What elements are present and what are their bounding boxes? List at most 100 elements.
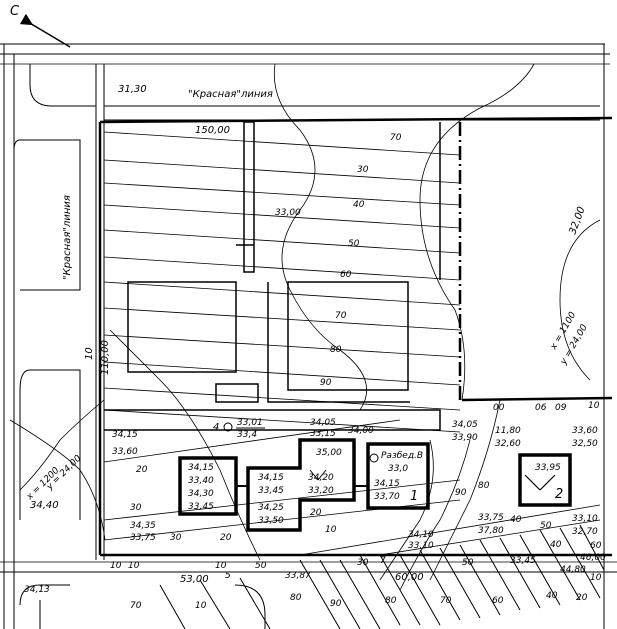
svg-text:70: 70 xyxy=(130,601,142,611)
elev-r5-bot: 32,70 xyxy=(572,527,598,537)
svg-text:50: 50 xyxy=(348,239,360,249)
svg-text:30: 30 xyxy=(357,558,369,568)
elev-bot-r2: 44,80 xyxy=(560,565,586,575)
marker4-icon xyxy=(223,422,233,432)
svg-text:50: 50 xyxy=(255,561,267,571)
contours xyxy=(9,63,601,591)
bldg-c-l3: 33,20 xyxy=(308,486,334,496)
elev-r2-top: 33,75 xyxy=(478,513,504,523)
bldg-a-l2: 33,40 xyxy=(188,476,214,486)
svg-text:60: 60 xyxy=(492,596,504,606)
svg-text:10: 10 xyxy=(325,525,337,535)
elev-r1-bot: 33,90 xyxy=(452,433,478,443)
dim-bottom-left: 53,00 xyxy=(180,574,209,585)
svg-text:90: 90 xyxy=(455,488,467,498)
svg-text:70: 70 xyxy=(440,596,452,606)
bldg-b-l1: 34,15 xyxy=(258,473,284,483)
svg-text:7: 7 xyxy=(380,556,386,566)
bldg-b-l3: 34,25 xyxy=(258,503,284,513)
svg-text:33,00: 33,00 xyxy=(275,208,301,218)
elev-left-lower-2: 33,75 xyxy=(130,533,156,543)
bldg-a-l4: 33,45 xyxy=(188,502,214,512)
bldg-d-l3: 34,15 xyxy=(374,479,400,489)
elev-bot-r1: 46,00 xyxy=(580,553,606,563)
hatching xyxy=(159,524,605,629)
contour-values: 70 30 40 50 60 70 80 90 33,00 20 30 30 2… xyxy=(110,133,602,611)
svg-text:90: 90 xyxy=(320,378,332,388)
dim-top: 150,00 xyxy=(195,125,230,136)
bldg-d-l4: 33,70 xyxy=(374,492,400,502)
svg-text:40: 40 xyxy=(353,200,365,210)
svg-text:40: 40 xyxy=(510,515,522,525)
svg-text:60: 60 xyxy=(590,541,602,551)
bldg-a-l1: 34,15 xyxy=(188,463,214,473)
dim-left: 110,00 xyxy=(100,340,111,375)
slope-lines xyxy=(103,131,601,556)
svg-text:50: 50 xyxy=(540,521,552,531)
svg-text:10: 10 xyxy=(110,561,122,571)
svg-text:10: 10 xyxy=(590,573,602,583)
elev-mid-2: 33,10 xyxy=(408,541,434,551)
building-b xyxy=(246,438,356,532)
elev-r4-top: 33,60 xyxy=(572,426,598,436)
elev-r3-bot: 32,60 xyxy=(495,439,521,449)
svg-text:70: 70 xyxy=(390,133,402,143)
elev-b1-bot: 33,60 xyxy=(112,447,138,457)
dim-bottom-right: 60,00 xyxy=(395,572,424,583)
elev-bottom-mid: 33,87 xyxy=(285,571,311,581)
svg-text:60: 60 xyxy=(340,270,352,280)
svg-text:00: 00 xyxy=(493,403,505,413)
bldg-e-num: 2 xyxy=(555,487,563,502)
svg-text:09: 09 xyxy=(555,403,567,413)
svg-text:40: 40 xyxy=(550,540,562,550)
svg-text:10: 10 xyxy=(215,561,227,571)
marker4-num: 4 xyxy=(213,422,219,433)
elev-left-mid: 34,40 xyxy=(30,500,59,511)
elev-center-b: 33,15 xyxy=(310,429,336,439)
elev-bottom-left: 34,13 xyxy=(24,585,50,595)
target-icon xyxy=(369,453,379,463)
bldg-a-l3: 34,30 xyxy=(188,489,214,499)
elev-left-lower-1: 34,35 xyxy=(130,521,156,531)
bldg-b-l2: 33,45 xyxy=(258,486,284,496)
north-arrow: С xyxy=(10,4,71,48)
bldg-c-l1: 35,00 xyxy=(316,448,342,458)
red-line-label-vertical: "Красная"линия xyxy=(62,195,73,280)
elev-top-left: 31,30 xyxy=(118,84,147,95)
svg-text:40: 40 xyxy=(546,591,558,601)
bldg-c-l2: 34,20 xyxy=(308,473,334,483)
svg-text:10: 10 xyxy=(588,401,600,411)
svg-text:80: 80 xyxy=(478,481,490,491)
svg-text:50: 50 xyxy=(462,558,474,568)
svg-text:20: 20 xyxy=(136,465,148,475)
buildings xyxy=(178,438,572,532)
elev-r3-top: 11,80 xyxy=(495,426,521,436)
bldg-d-l1: Разбед.В xyxy=(381,451,423,461)
marker4-bot: 33,4 xyxy=(237,430,257,440)
svg-text:10: 10 xyxy=(128,561,140,571)
svg-text:06: 06 xyxy=(535,403,547,413)
svg-text:20: 20 xyxy=(310,508,322,518)
elev-center-c: 34,00 xyxy=(348,426,374,436)
elev-r5-top: 33,10 xyxy=(572,514,598,524)
svg-text:30: 30 xyxy=(170,533,182,543)
bldg-d-l2: 33,0 xyxy=(388,464,408,474)
marker4-top: 33,01 xyxy=(237,418,263,428)
bldg-b-l4: 33,50 xyxy=(258,516,284,526)
building-e xyxy=(518,453,572,507)
elev-mid-1: 34,10 xyxy=(408,530,434,540)
elev-r1-top: 34,05 xyxy=(452,420,478,430)
blocks xyxy=(104,121,441,431)
bldg-e-l1: 33,95 xyxy=(535,463,561,473)
svg-text:80: 80 xyxy=(330,345,342,355)
svg-text:30: 30 xyxy=(130,503,142,513)
svg-text:20: 20 xyxy=(220,533,232,543)
elev-b1-top: 34,15 xyxy=(112,430,138,440)
svg-text:30: 30 xyxy=(357,165,369,175)
elev-r2-bot: 37,80 xyxy=(478,526,504,536)
elev-center-a: 34,05 xyxy=(310,418,336,428)
elev-right-bottom: 33,45 xyxy=(510,556,536,566)
svg-text:80: 80 xyxy=(385,596,397,606)
bldg-d-num: 1 xyxy=(410,489,418,504)
